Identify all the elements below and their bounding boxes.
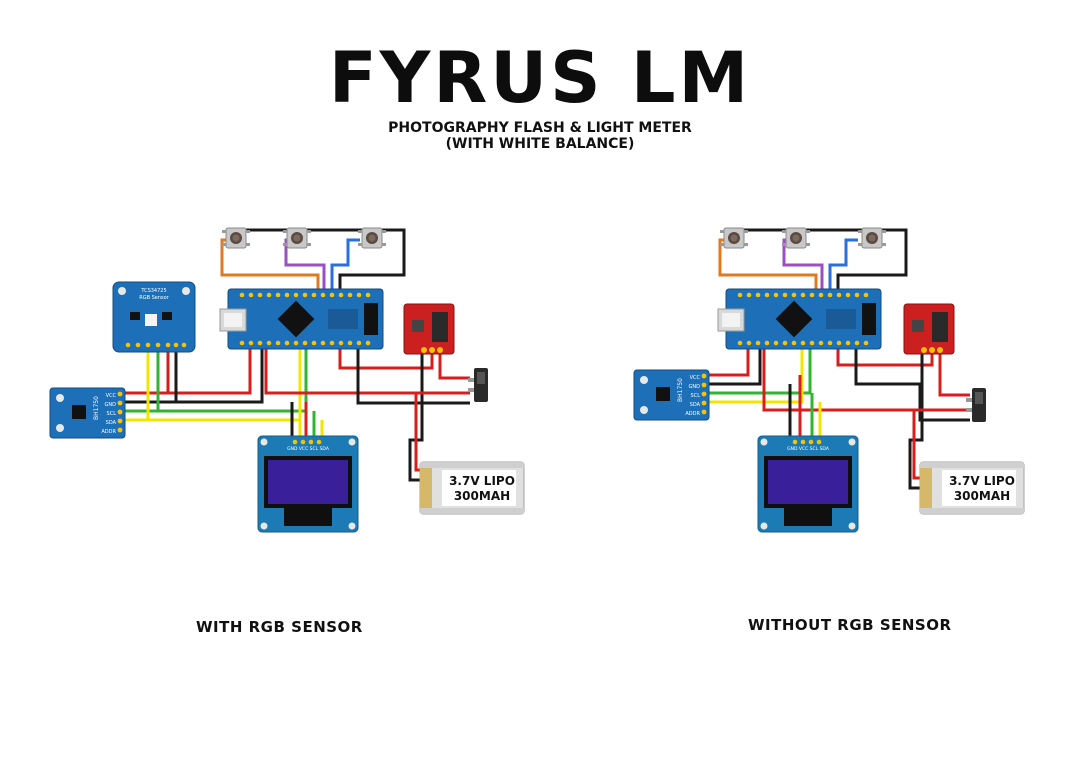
power-switch[interactable] xyxy=(966,388,986,422)
page-subtitle-line1: PHOTOGRAPHY FLASH & LIGHT METER xyxy=(388,120,692,136)
diagram-without-rgb-sensor: BH1750 VCC GND SCL SDA ADDR GND VCC SCL … xyxy=(633,227,1025,533)
lipo-charger-module xyxy=(403,303,455,355)
battery-label-line2: 300MAH xyxy=(954,489,1010,503)
oled-pin-labels: GND VCC SCL SDA xyxy=(287,446,330,452)
rgb-sensor-name: TCS34725 xyxy=(140,288,166,294)
push-button[interactable] xyxy=(357,227,387,249)
lipo-battery: 3.7V LIPO 300MAH xyxy=(419,461,525,515)
page-subtitle-line2: (WITH WHITE BALANCE) xyxy=(445,136,635,152)
lipo-battery: 3.7V LIPO 300MAH xyxy=(919,461,1025,515)
oled-display: GND VCC SCL SDA xyxy=(757,435,859,533)
oled-pin-labels: GND VCC SCL SDA xyxy=(787,446,830,452)
rgb-sensor-module: TCS34725 RGB Sensor xyxy=(112,281,196,353)
lipo-charger-module xyxy=(903,303,955,355)
battery-label-line2: 300MAH xyxy=(454,489,510,503)
bh1750-name: BH1750 xyxy=(677,378,684,402)
bh1750-pin-label: ADDR xyxy=(101,429,116,435)
push-button[interactable] xyxy=(221,227,251,249)
bh1750-name: BH1750 xyxy=(93,396,100,420)
arduino-nano xyxy=(717,288,882,350)
bh1750-pin-label: VCC xyxy=(106,393,117,399)
bh1750-pin-label: VCC xyxy=(690,375,701,381)
push-button[interactable] xyxy=(781,227,811,249)
rgb-sensor-sub: RGB Sensor xyxy=(139,295,169,301)
power-switch[interactable] xyxy=(468,368,488,402)
diagram-with-rgb-sensor: TCS34725 RGB Sensor BH1750 VCC GND SCL S… xyxy=(49,227,525,533)
oled-display: GND VCC SCL SDA xyxy=(257,435,359,533)
bh1750-pin-label: SDA xyxy=(690,402,701,408)
bh1750-pin-label: GND xyxy=(105,402,117,408)
push-button[interactable] xyxy=(282,227,312,249)
bh1750-pin-label: GND xyxy=(689,384,701,390)
caption-without-rgb-sensor: WITHOUT RGB SENSOR xyxy=(748,616,952,634)
push-button[interactable] xyxy=(857,227,887,249)
bh1750-pin-label: ADDR xyxy=(685,411,700,417)
battery-label-line1: 3.7V LIPO xyxy=(949,474,1015,488)
bh1750-pin-label: SCL xyxy=(691,393,701,399)
push-button[interactable] xyxy=(719,227,749,249)
battery-label-line1: 3.7V LIPO xyxy=(449,474,515,488)
bh1750-pin-label: SCL xyxy=(107,411,117,417)
bh1750-pin-label: SDA xyxy=(106,420,117,426)
bh1750-sensor: BH1750 VCC GND SCL SDA ADDR xyxy=(49,387,126,439)
bh1750-sensor: BH1750 VCC GND SCL SDA ADDR xyxy=(633,369,710,421)
arduino-nano xyxy=(219,288,384,350)
caption-with-rgb-sensor: WITH RGB SENSOR xyxy=(196,618,363,636)
page-title: FYRUS LM xyxy=(328,37,752,119)
